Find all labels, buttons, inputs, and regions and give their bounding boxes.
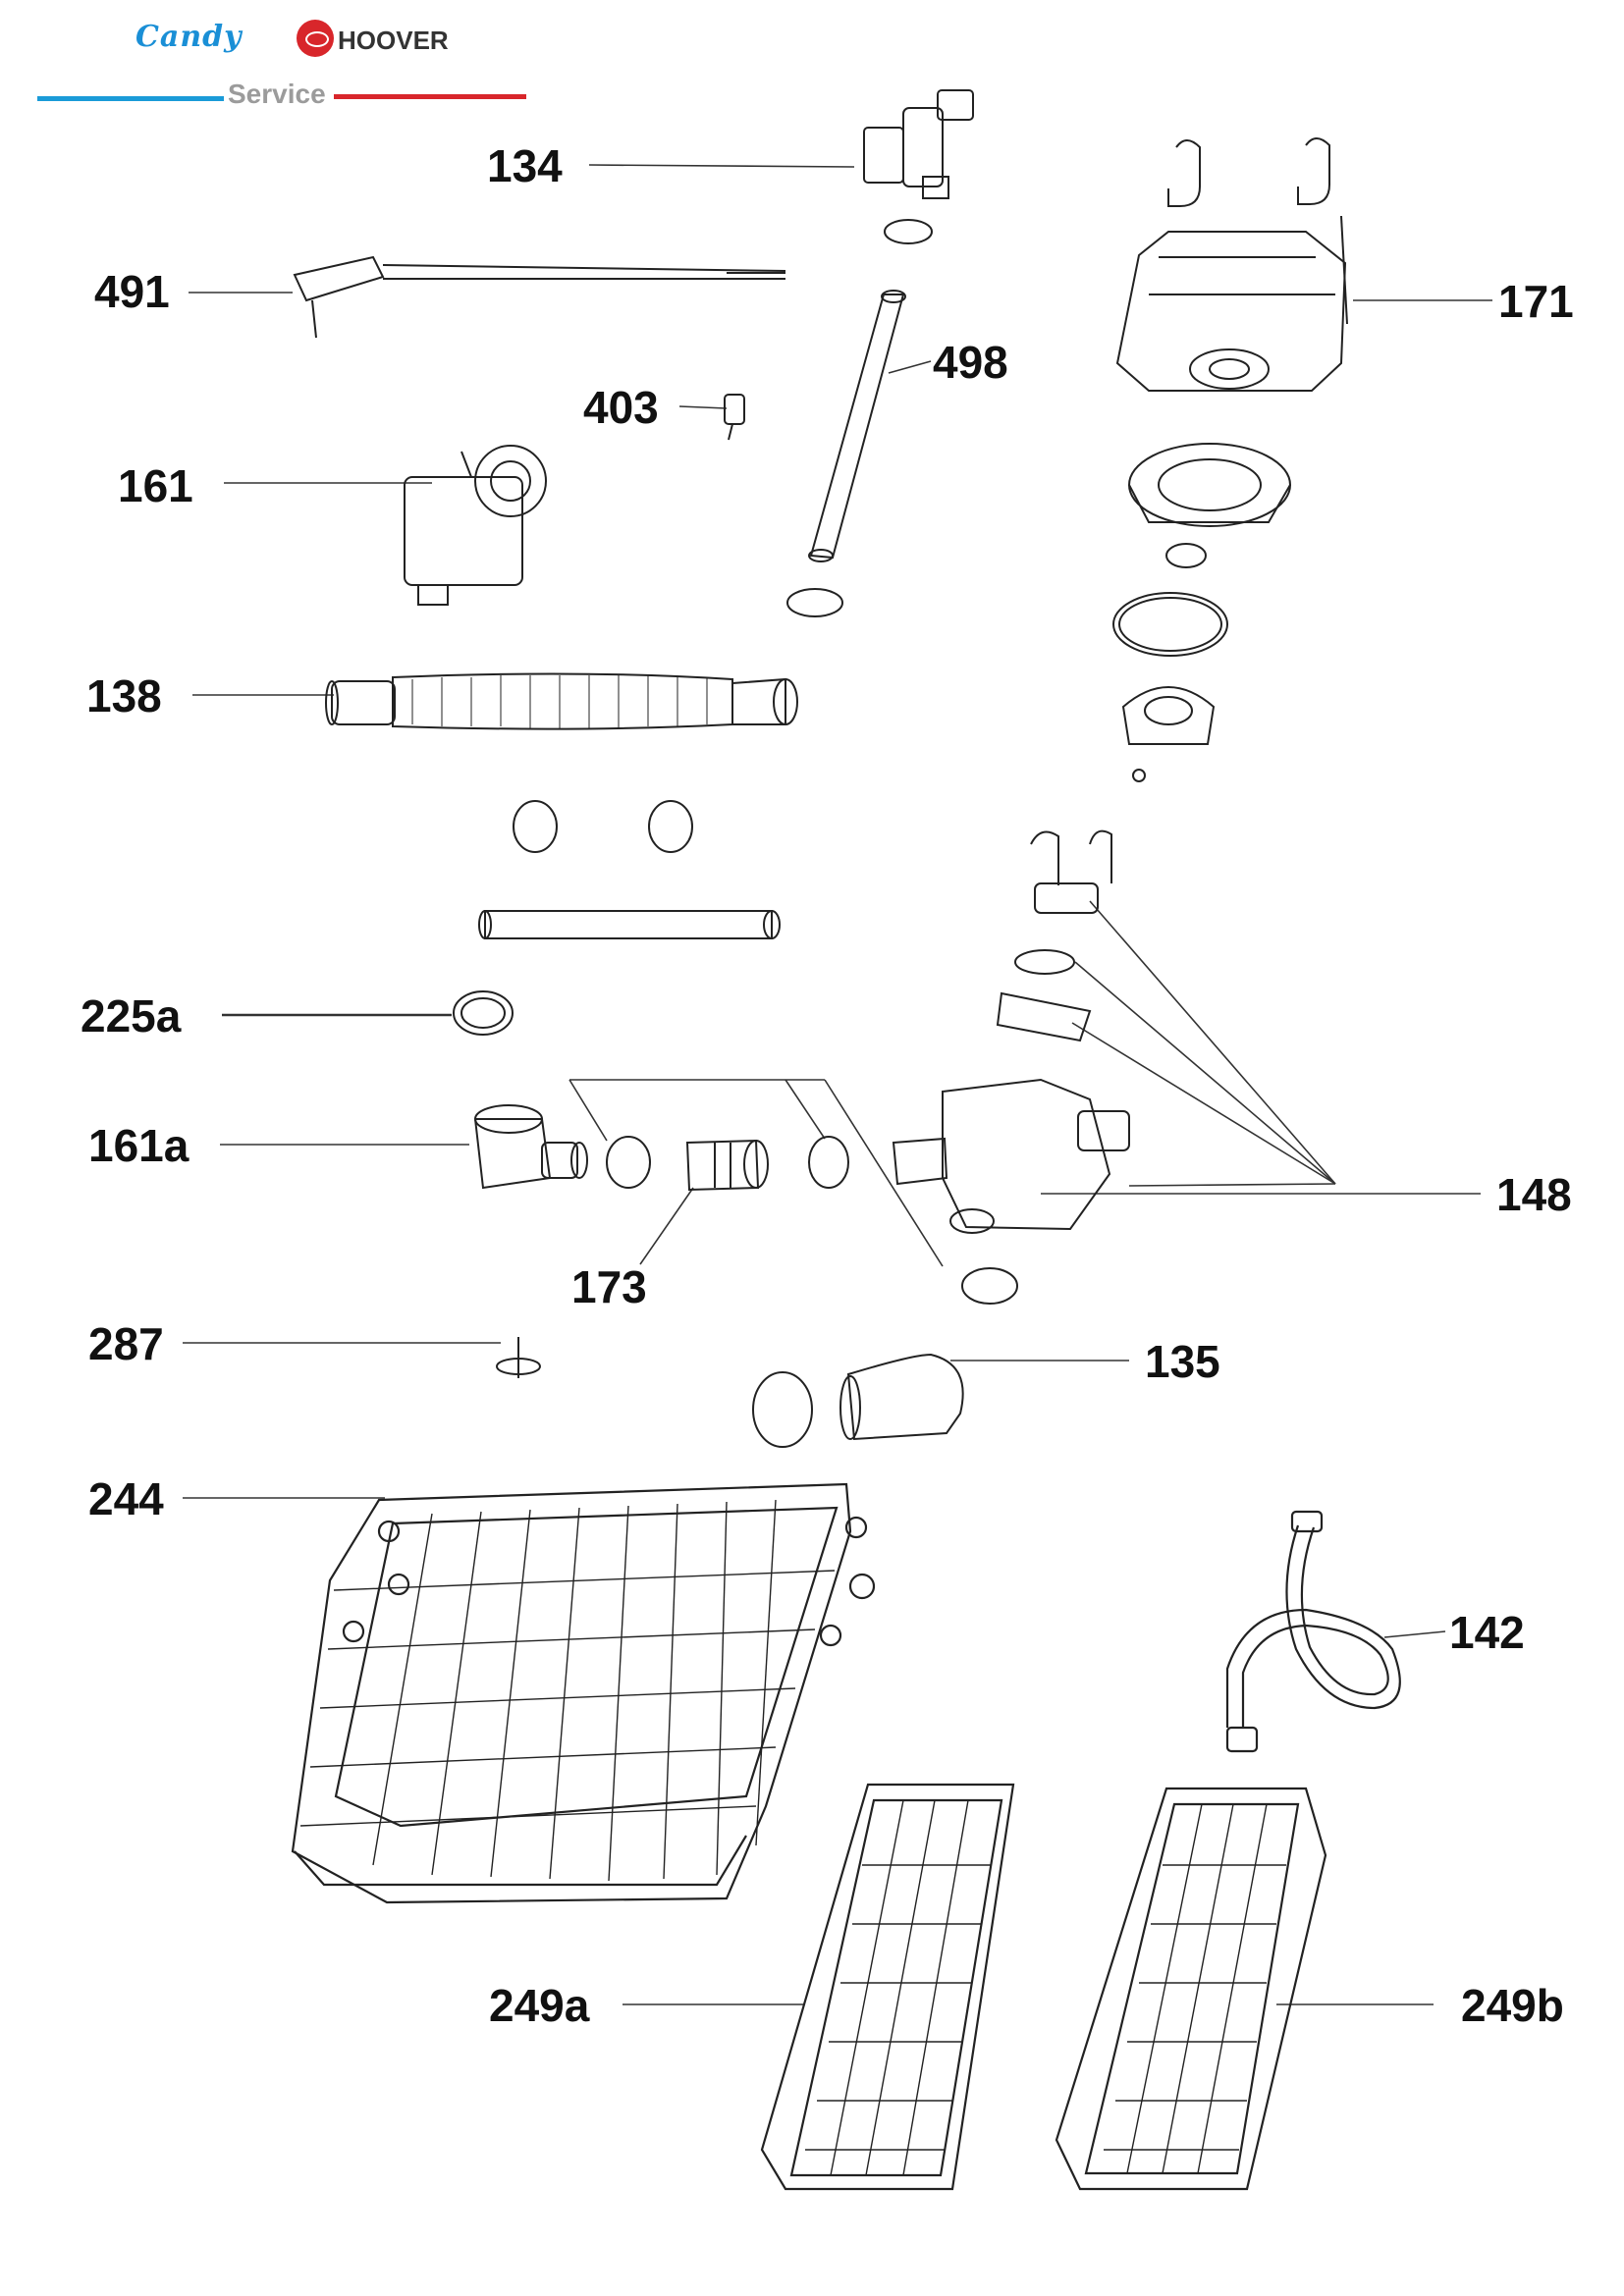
part-244-basket [291, 1482, 876, 1904]
part-148-sump-assembly [892, 829, 1130, 1305]
label-148: 148 [1496, 1169, 1572, 1220]
label-161a: 161a [88, 1120, 189, 1171]
label-161: 161 [118, 460, 193, 511]
label-244: 244 [88, 1473, 164, 1524]
service-line-red [334, 94, 526, 99]
label-403: 403 [583, 382, 659, 433]
hoover-logo-icon [297, 20, 334, 57]
label-135: 135 [1145, 1336, 1220, 1387]
part-249b-cutlery-basket [1055, 1787, 1327, 2191]
part-403-clip [724, 394, 745, 441]
leader-lines [183, 164, 1492, 2005]
hoover-logo: HOOVER [338, 26, 449, 55]
label-171: 171 [1498, 276, 1574, 327]
part-134-valve [863, 89, 974, 244]
part-135-elbow [752, 1353, 964, 1448]
label-287: 287 [88, 1318, 164, 1369]
part-249a-cutlery-basket [760, 1783, 1015, 2191]
label-249b: 249b [1461, 1980, 1564, 2031]
part-171-wash-pump [1112, 137, 1348, 782]
part-161-drain-pump [404, 445, 547, 606]
part-225a-o-ring [453, 990, 514, 1036]
hose-clamps-and-pipe [478, 800, 781, 939]
label-498: 498 [933, 337, 1008, 388]
part-287-spindle [496, 1337, 541, 1378]
label-491: 491 [94, 266, 170, 317]
candy-logo: Candy [135, 20, 243, 54]
part-173-connector-sleeve [685, 1136, 849, 1192]
part-142-hose-loop [1225, 1510, 1401, 1753]
label-173: 173 [571, 1261, 647, 1312]
label-225a: 225a [81, 990, 182, 1041]
service-label: Service [228, 79, 326, 109]
label-134: 134 [487, 140, 563, 191]
label-142: 142 [1449, 1607, 1525, 1658]
part-498-pipe [786, 290, 906, 617]
part-138-corrugated-hose [325, 672, 798, 730]
part-161a-pump-housing [473, 1104, 651, 1190]
label-138: 138 [86, 670, 162, 721]
service-line-blue [37, 96, 224, 101]
part-491-power-cord [293, 255, 786, 339]
label-249a: 249a [489, 1980, 590, 2031]
